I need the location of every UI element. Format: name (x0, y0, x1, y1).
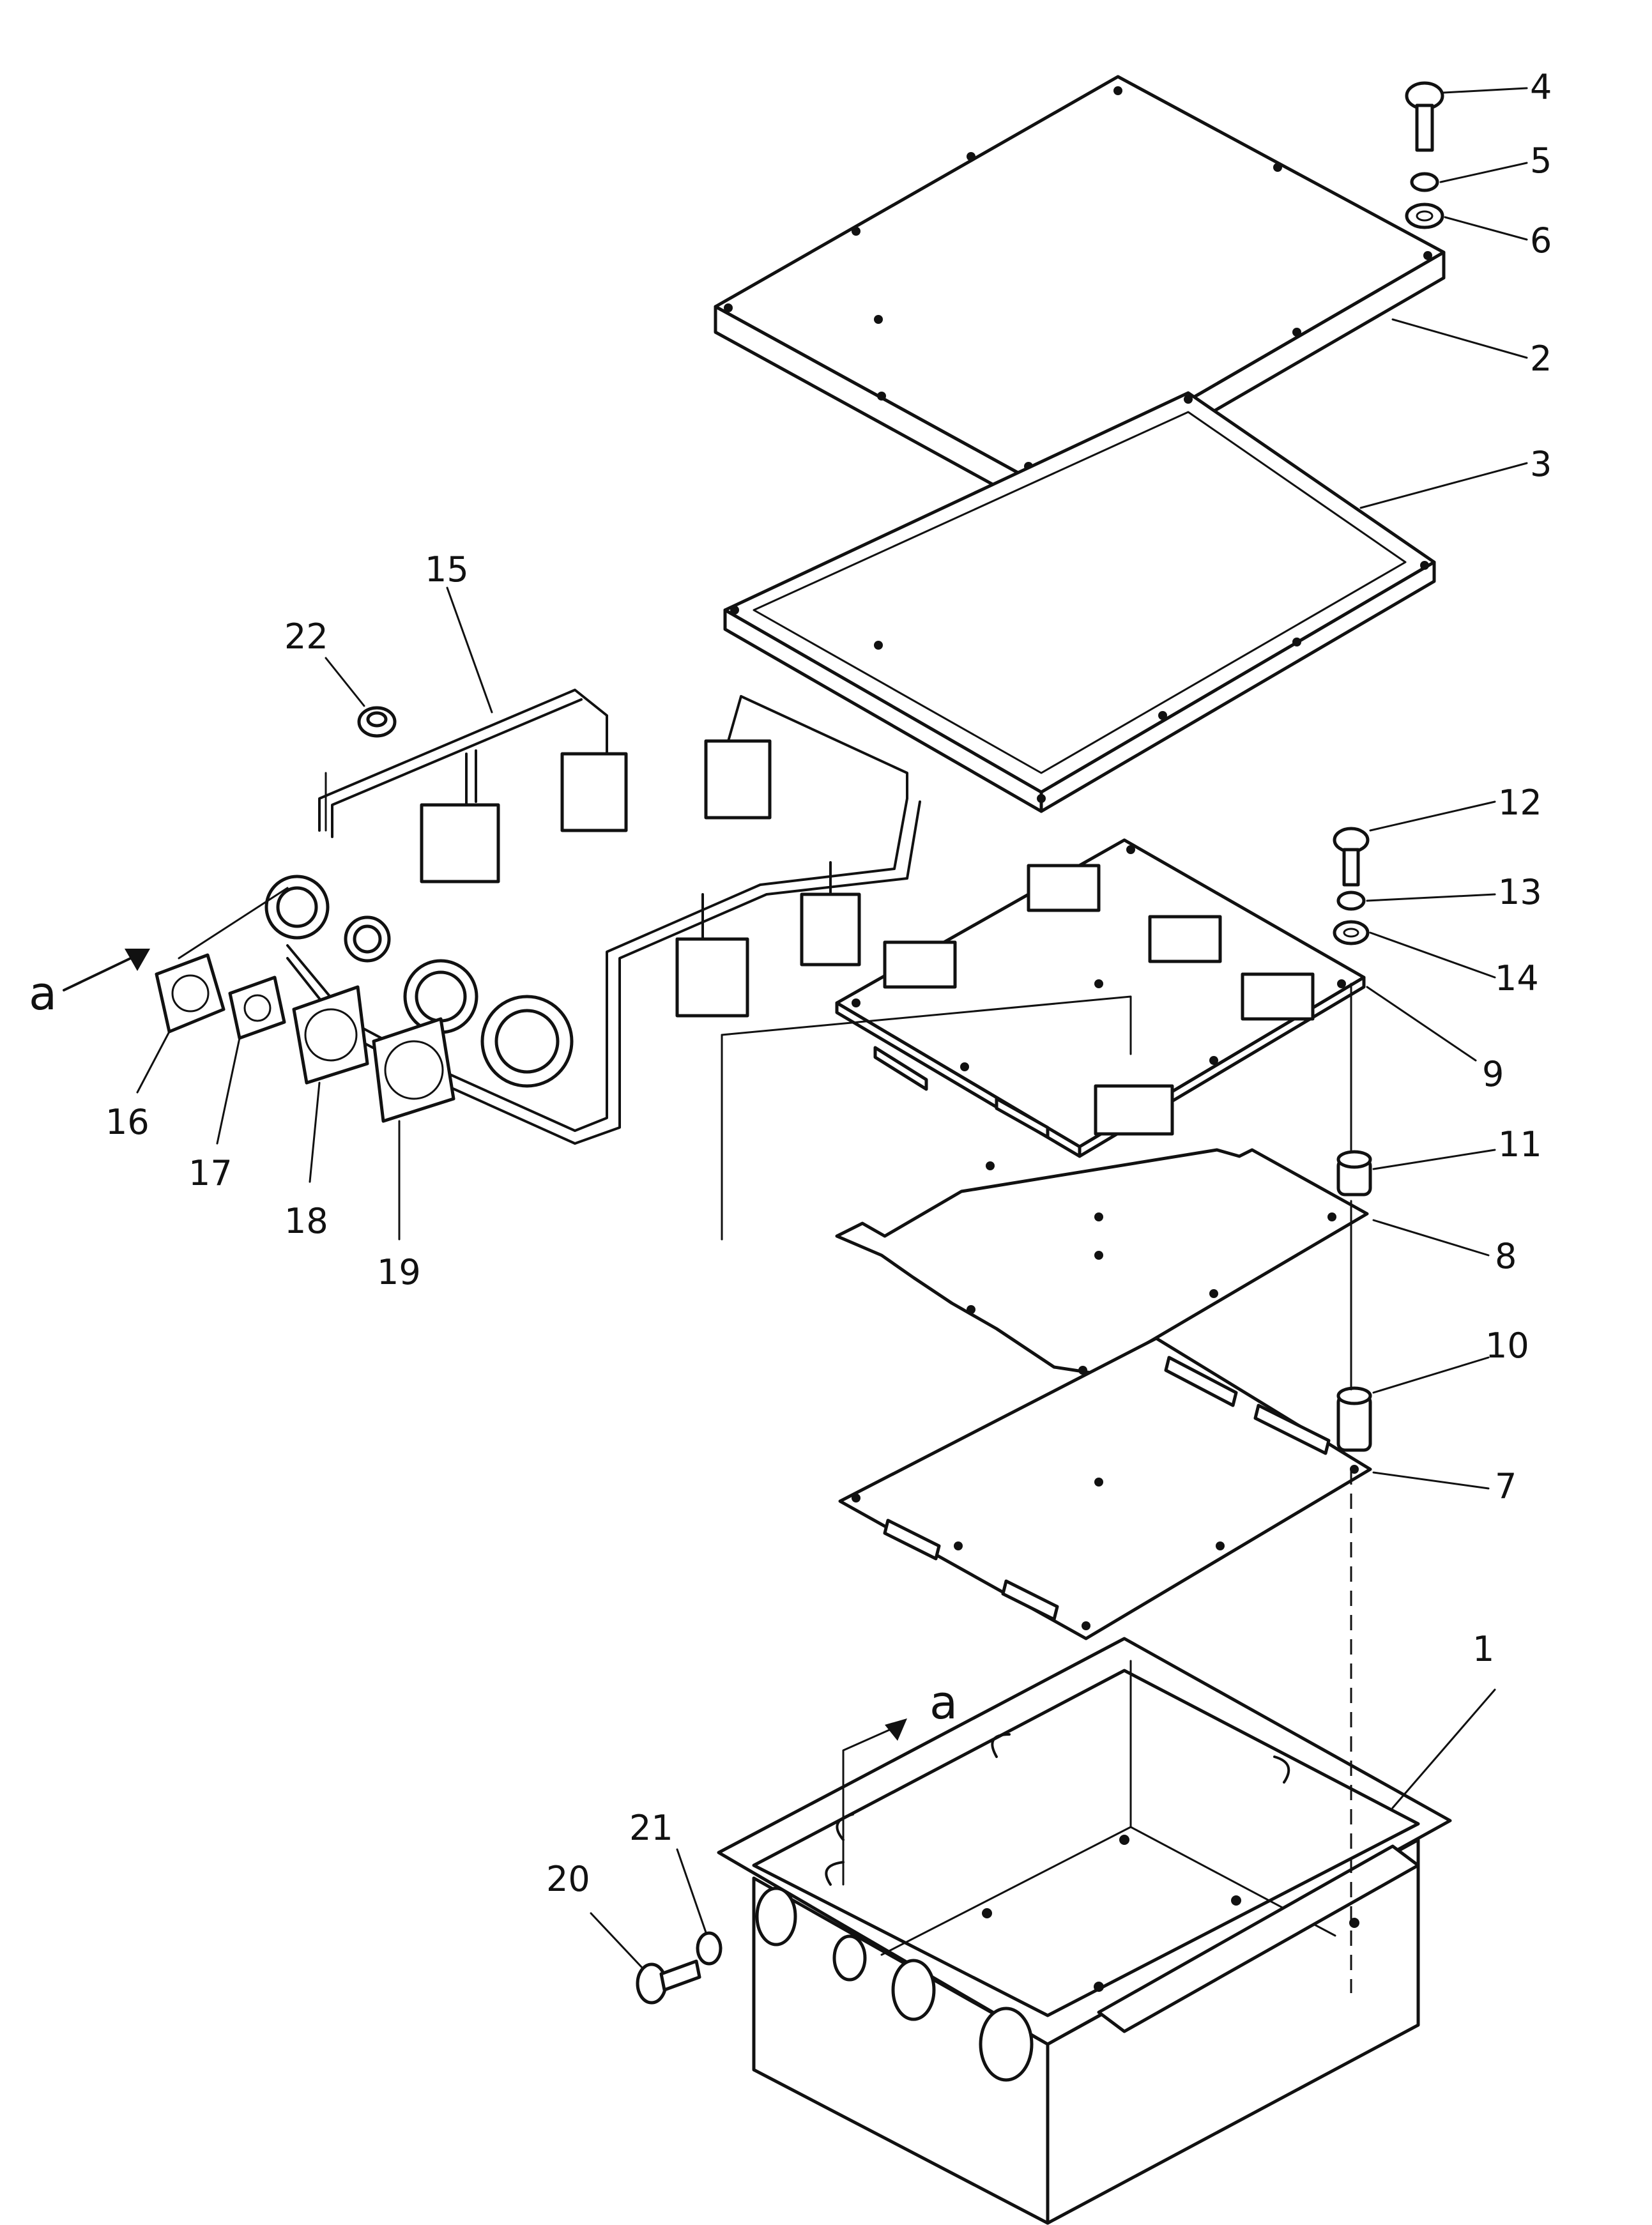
gasket (723, 391, 1436, 813)
nut (357, 706, 397, 738)
washer-14 (1333, 920, 1370, 945)
callout-5: 5 (1530, 141, 1552, 181)
callout-9: 9 (1482, 1054, 1504, 1094)
washer-6 (1405, 203, 1444, 229)
callout-18: 18 (284, 1201, 328, 1241)
leader-lines (136, 87, 1528, 1969)
circuit-board-upper (835, 838, 1366, 1158)
callout-6: 6 (1530, 220, 1552, 261)
callout-16: 16 (105, 1102, 149, 1142)
callout-8: 8 (1495, 1236, 1517, 1276)
callout-14: 14 (1495, 958, 1539, 998)
callout-17: 17 (188, 1153, 233, 1193)
callout-11: 11 (1498, 1124, 1542, 1165)
spring-washer-13 (1336, 891, 1366, 911)
callout-21: 21 (629, 1808, 673, 1848)
view-label-box: a (929, 1676, 958, 1729)
callout-10: 10 (1485, 1326, 1529, 1366)
callout-numbers: 1 2 3 4 5 6 7 8 9 10 11 12 13 14 15 16 1… (105, 67, 1552, 1899)
callout-7: 7 (1495, 1466, 1517, 1506)
callout-22: 22 (284, 616, 328, 657)
callout-1: 1 (1472, 1629, 1494, 1669)
callout-3: 3 (1530, 444, 1552, 484)
spring-washer-5 (1410, 172, 1439, 192)
spacer-11 (1336, 1150, 1372, 1197)
screw-20 (636, 1959, 701, 2005)
screw-4 (1405, 81, 1444, 152)
callout-13: 13 (1498, 872, 1542, 912)
view-label-left: a (29, 967, 57, 1020)
shield-plate (835, 1148, 1369, 1375)
callout-20: 20 (546, 1859, 590, 1899)
wiring-harness (264, 689, 921, 1145)
view-arrow-box (885, 1718, 907, 1741)
callout-2: 2 (1530, 339, 1552, 379)
screw-12 (1333, 827, 1370, 887)
spacer-10 (1336, 1386, 1372, 1452)
callout-19: 19 (377, 1252, 421, 1292)
assembly-lines (178, 772, 1352, 1993)
callout-4: 4 (1530, 67, 1552, 107)
callout-15: 15 (425, 549, 469, 590)
washer-21 (696, 1931, 723, 1966)
view-arrow-left (63, 949, 150, 991)
flange-gaskets (155, 953, 455, 1123)
callout-12: 12 (1498, 783, 1542, 823)
housing-box (717, 1637, 1452, 2225)
circuit-board-lower (838, 1336, 1372, 1640)
